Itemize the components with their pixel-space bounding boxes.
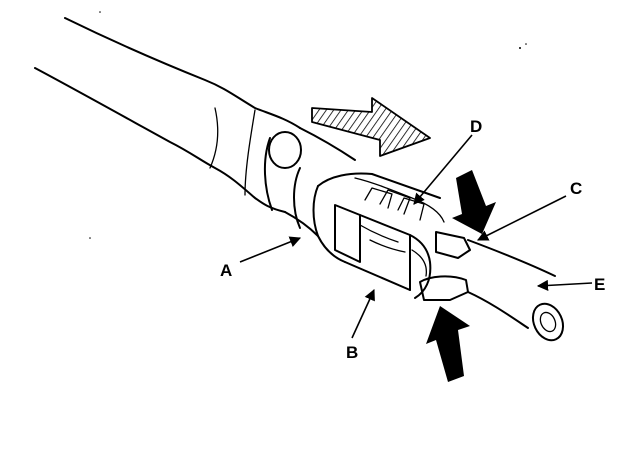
speckle-dots xyxy=(89,11,527,239)
hatched-arrow-icon xyxy=(311,97,431,157)
press-arrow-icon xyxy=(426,170,496,382)
callout-label-d: D xyxy=(470,117,482,136)
callout-label-a: A xyxy=(220,261,232,280)
connector-body xyxy=(312,172,445,299)
clip-tabs xyxy=(419,231,471,301)
metal-pipe xyxy=(467,239,565,342)
callout-label-c: C xyxy=(570,179,582,198)
callout-leaders xyxy=(239,134,593,339)
hose-collar xyxy=(263,127,356,237)
callout-label-b: B xyxy=(346,343,358,362)
hose xyxy=(34,17,301,213)
callout-label-e: E xyxy=(594,275,605,294)
